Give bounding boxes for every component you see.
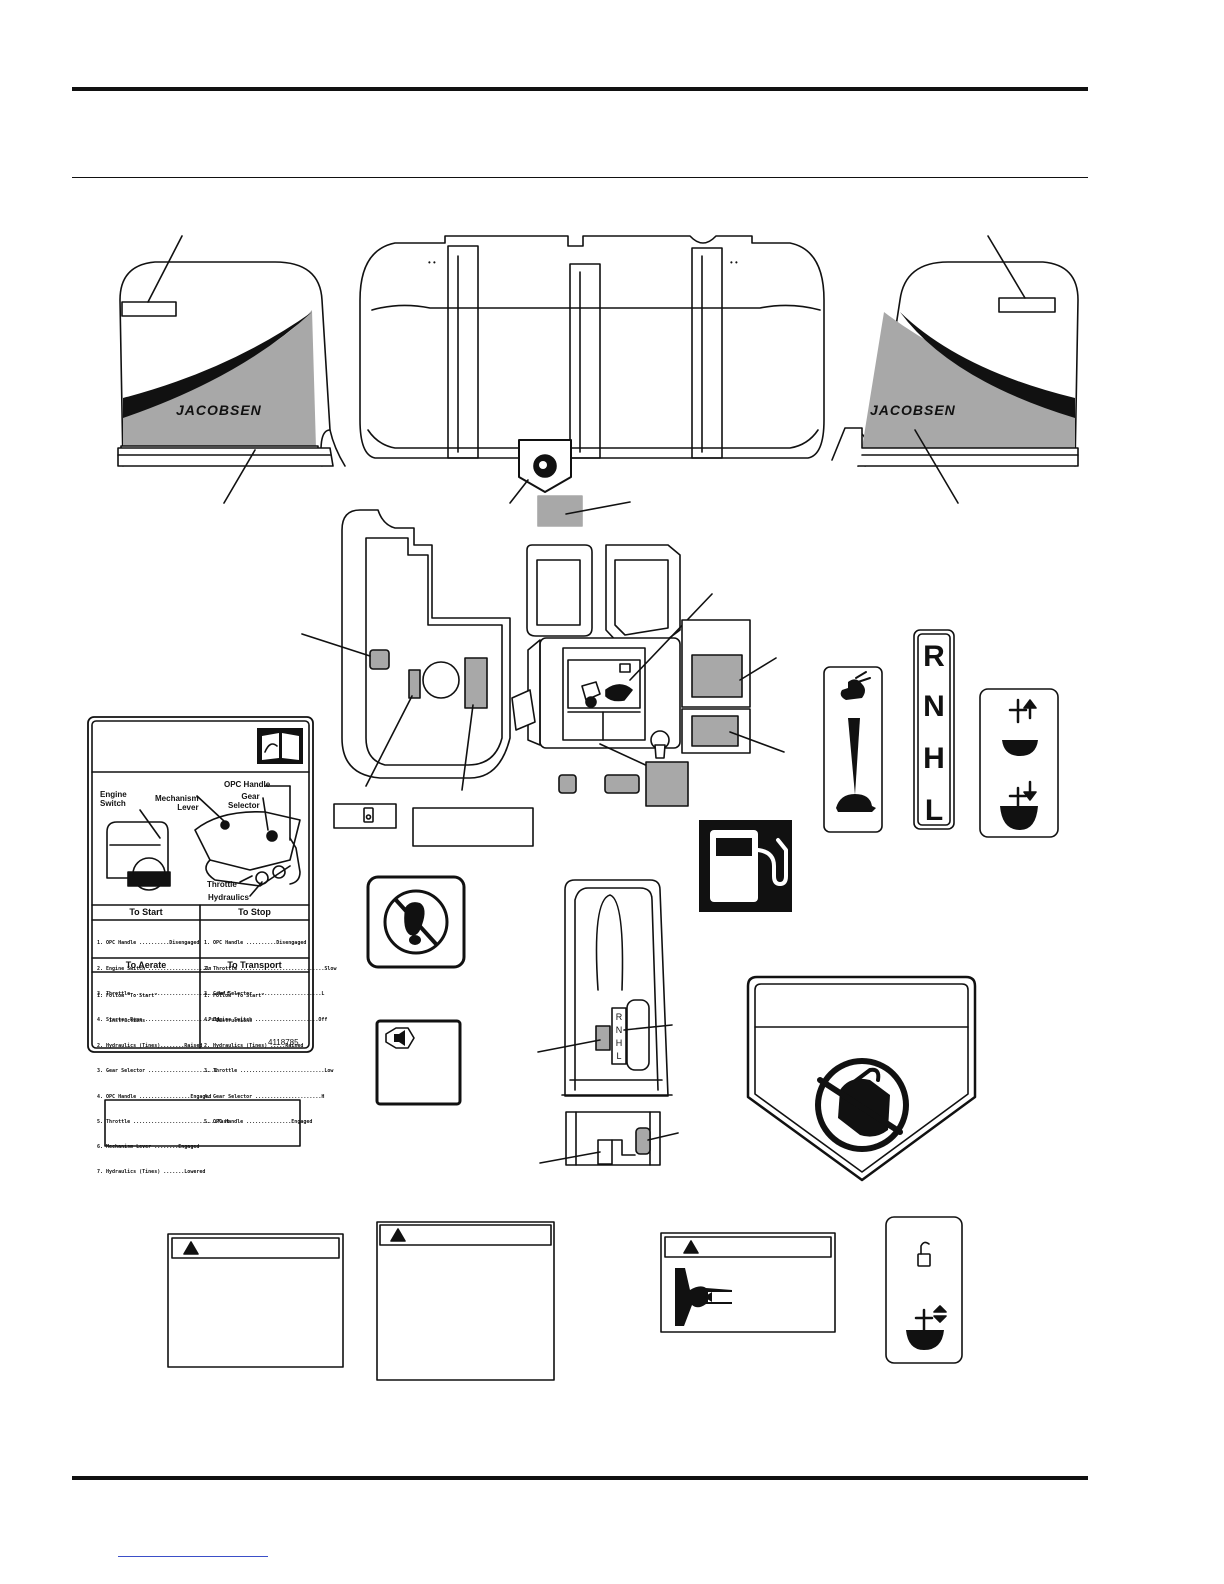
console-gear-n: N [616, 1025, 623, 1035]
warning-decal-2 [376, 1221, 555, 1381]
console-gear-h: H [616, 1038, 623, 1048]
engine-hood: • • • • [359, 235, 825, 527]
gear-decal-r: R [923, 640, 945, 673]
left-side-shield: JACOBSEN [117, 235, 346, 504]
fuel-small-decal [333, 803, 397, 829]
hand-warning-decal [746, 975, 977, 1182]
operating-instructions-decal [87, 716, 314, 1053]
hydraulics-decal [979, 688, 1059, 838]
warning-decal-1 [167, 1233, 344, 1368]
gear-decal-l: L [925, 794, 943, 827]
right-side-shield: JACOBSEN [831, 235, 1079, 504]
header-rule-thin [72, 177, 1088, 178]
footer-rule [72, 1476, 1088, 1480]
engine [511, 544, 785, 807]
gear-decal [913, 629, 955, 830]
header-rule-thick [72, 87, 1088, 91]
svg-text:• •: • • [730, 258, 738, 267]
gear-decal-n: N [923, 690, 945, 723]
footer-link-underline [118, 1556, 268, 1557]
right-shield-brand: JACOBSEN [870, 402, 956, 418]
lock-tines-decal [885, 1216, 963, 1364]
throttle-decal [823, 666, 883, 833]
svg-text:• •: • • [428, 258, 436, 267]
engine-side-panel [301, 509, 511, 791]
control-console: R N H L [537, 879, 679, 1166]
left-shield-brand: JACOBSEN [176, 402, 262, 418]
sound-decal [375, 1019, 462, 1106]
fuel-pump-decal [699, 820, 792, 912]
no-step-decal [366, 875, 466, 969]
warning-decal-3 [660, 1232, 836, 1333]
console-gear-r: R [616, 1012, 623, 1022]
console-gear-l: L [616, 1051, 621, 1061]
manual-book-icon [257, 728, 303, 764]
gear-decal-h: H [923, 742, 945, 775]
